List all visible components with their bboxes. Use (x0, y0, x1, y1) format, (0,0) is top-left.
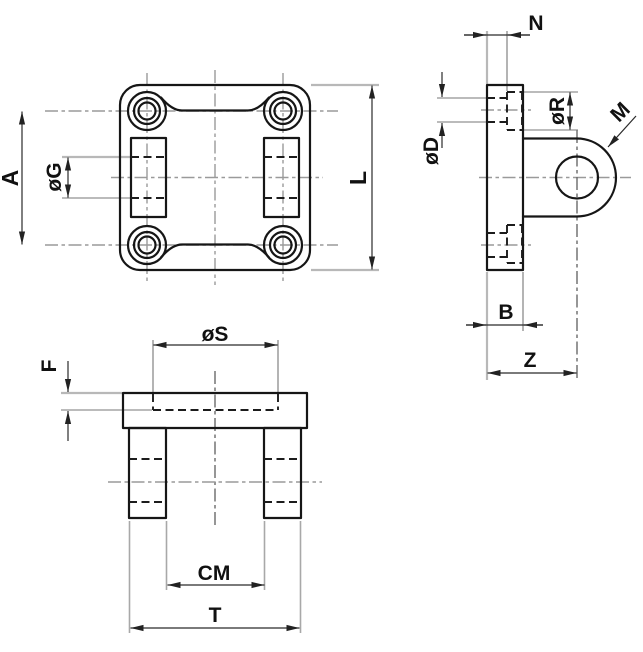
leg (127, 426, 168, 520)
dimension-A: A (0, 111, 26, 245)
corner-boss (262, 224, 304, 266)
side-view: N øD øR M B Z (420, 12, 637, 381)
dim-label-G: øG (43, 162, 66, 191)
corner-boss (262, 90, 304, 132)
dim-label-S: øS (202, 323, 229, 346)
dimension-N: N (464, 12, 544, 39)
leader-M: M (606, 98, 637, 148)
mounting-hole (273, 101, 293, 121)
dim-label-N: N (528, 12, 543, 35)
corner-boss (126, 224, 168, 266)
top-recess-edge (159, 96, 271, 112)
slot (262, 136, 301, 219)
counterbore (132, 96, 162, 126)
front-view: A øG L (0, 70, 379, 285)
bottom-recess-edge (159, 243, 271, 259)
counterbore (268, 230, 298, 260)
eye-lug-outline (521, 137, 618, 218)
dimension-R: øR (546, 92, 574, 130)
dim-label-CM: CM (198, 562, 231, 585)
flange-plate-outline (118, 83, 312, 272)
leg (262, 426, 303, 520)
dimension-L: L (345, 85, 376, 270)
dim-label-T: T (209, 604, 222, 627)
mounting-hole (137, 235, 157, 255)
dimension-G: øG (43, 157, 72, 198)
dimension-Z: Z (487, 349, 577, 377)
mounting-hole (137, 101, 157, 121)
dimension-S: øS (153, 323, 278, 349)
corner-boss (126, 90, 168, 132)
dimension-B: B (466, 301, 543, 329)
dim-label-A: A (0, 170, 23, 187)
mounting-hole (273, 235, 293, 255)
flange-bar-outline (121, 391, 309, 430)
bottom-view: øS F CM T (38, 323, 322, 633)
dimension-D: øD (420, 72, 446, 165)
counterbore (268, 96, 298, 126)
dim-label-R: øR (546, 97, 569, 125)
counterbore (132, 230, 162, 260)
dimension-T: T (130, 604, 300, 632)
dim-label-Z: Z (524, 349, 537, 372)
dim-label-L: L (345, 171, 371, 185)
eye-hole (554, 155, 600, 200)
dimension-F: F (38, 359, 72, 441)
dimension-CM: CM (167, 562, 265, 589)
plate-side-outline (485, 83, 525, 272)
dim-label-B: B (498, 301, 513, 324)
slot (129, 136, 168, 219)
dim-label-D: øD (420, 137, 443, 165)
dim-label-F: F (38, 359, 61, 372)
